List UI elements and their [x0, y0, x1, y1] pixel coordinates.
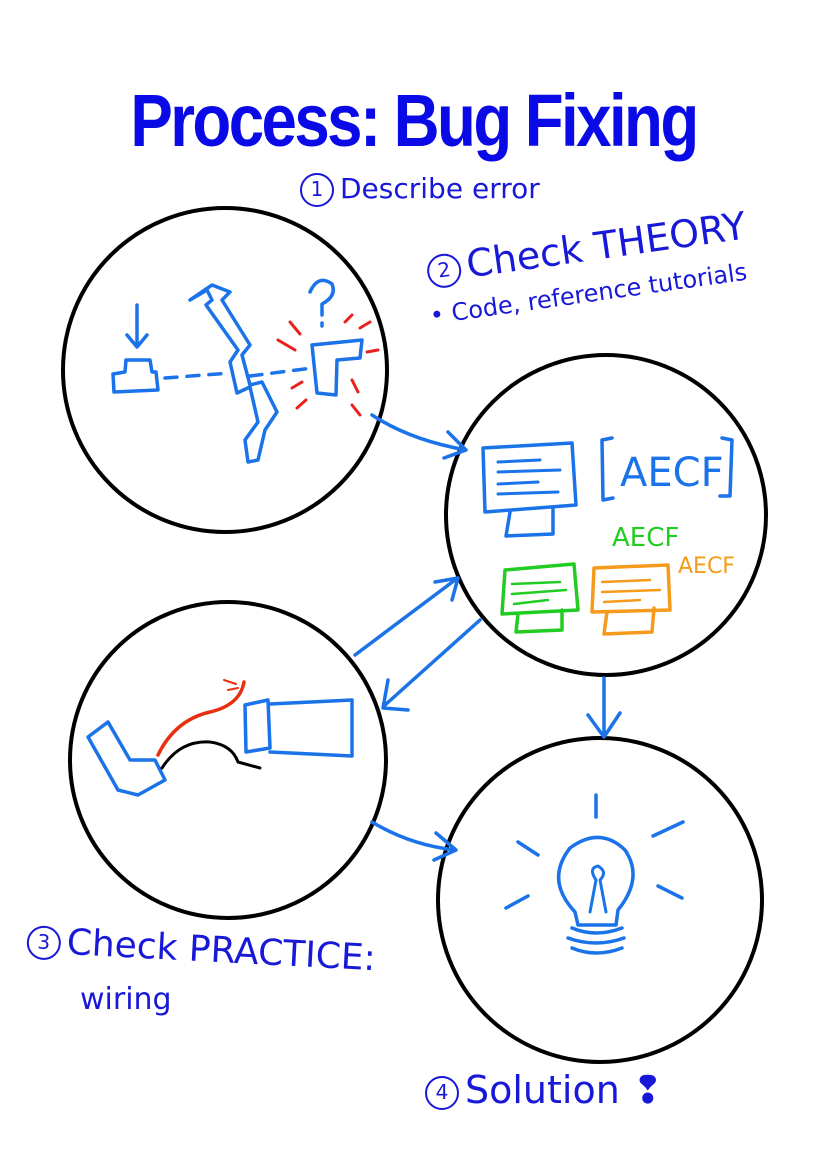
step-4-mark: ❢: [619, 1068, 664, 1112]
page-title: Process: Bug Fixing: [130, 79, 699, 162]
alert-marks: [276, 313, 380, 417]
dashed-link-right: [248, 366, 314, 378]
step-4-number: 4: [425, 1075, 459, 1110]
lightbulb-icon: [556, 835, 635, 927]
error-scene: [111, 278, 380, 464]
button-icon: [111, 358, 160, 394]
connector-icon: [243, 698, 354, 758]
solution-scene: [504, 793, 685, 955]
light-rays: [504, 793, 685, 910]
orange-monitor-icon: [590, 563, 672, 636]
dashed-link-left: [163, 371, 232, 380]
broken-part-icon: [310, 338, 364, 397]
theory-scene: AECF AECF AECF: [481, 436, 735, 636]
arrow-2-to-3: [381, 618, 482, 712]
step-3-sublabel: wiring: [80, 982, 172, 1017]
monitor-icon: [481, 441, 578, 538]
bracket-left: [600, 436, 615, 502]
zigzag-wall-icon: [188, 283, 279, 464]
arrow-2-to-4: [586, 676, 622, 739]
practice-scene: [86, 679, 354, 797]
screen-label-orange: AECF: [678, 554, 735, 579]
step-1-text: Describe error: [340, 172, 540, 205]
bracket-right: [718, 436, 734, 498]
green-monitor-icon: [500, 562, 580, 634]
bulb-base: [566, 926, 626, 955]
arrow-3-to-4: [370, 820, 458, 862]
step-3-circle: [68, 600, 388, 920]
screen-label-main: AECF: [620, 450, 724, 496]
down-arrow-icon: [125, 303, 149, 349]
question-mark-icon: [308, 278, 335, 328]
arrow-1-to-2: [370, 413, 468, 460]
arrow-3-to-2: [353, 576, 460, 657]
step-4-text: Solution: [465, 1068, 620, 1112]
flow-arrows: [353, 413, 622, 862]
filament: [588, 864, 608, 914]
step-2-circle: [444, 353, 768, 677]
red-wire: [156, 680, 246, 757]
red-wire-end: [223, 679, 239, 691]
cable-icon: [86, 720, 167, 797]
step-4-circle: [436, 736, 764, 1064]
step-1-number: 1: [300, 173, 334, 207]
black-wire: [160, 740, 262, 770]
step-1-circle: [61, 206, 389, 534]
screen-label-green: AECF: [612, 523, 679, 553]
